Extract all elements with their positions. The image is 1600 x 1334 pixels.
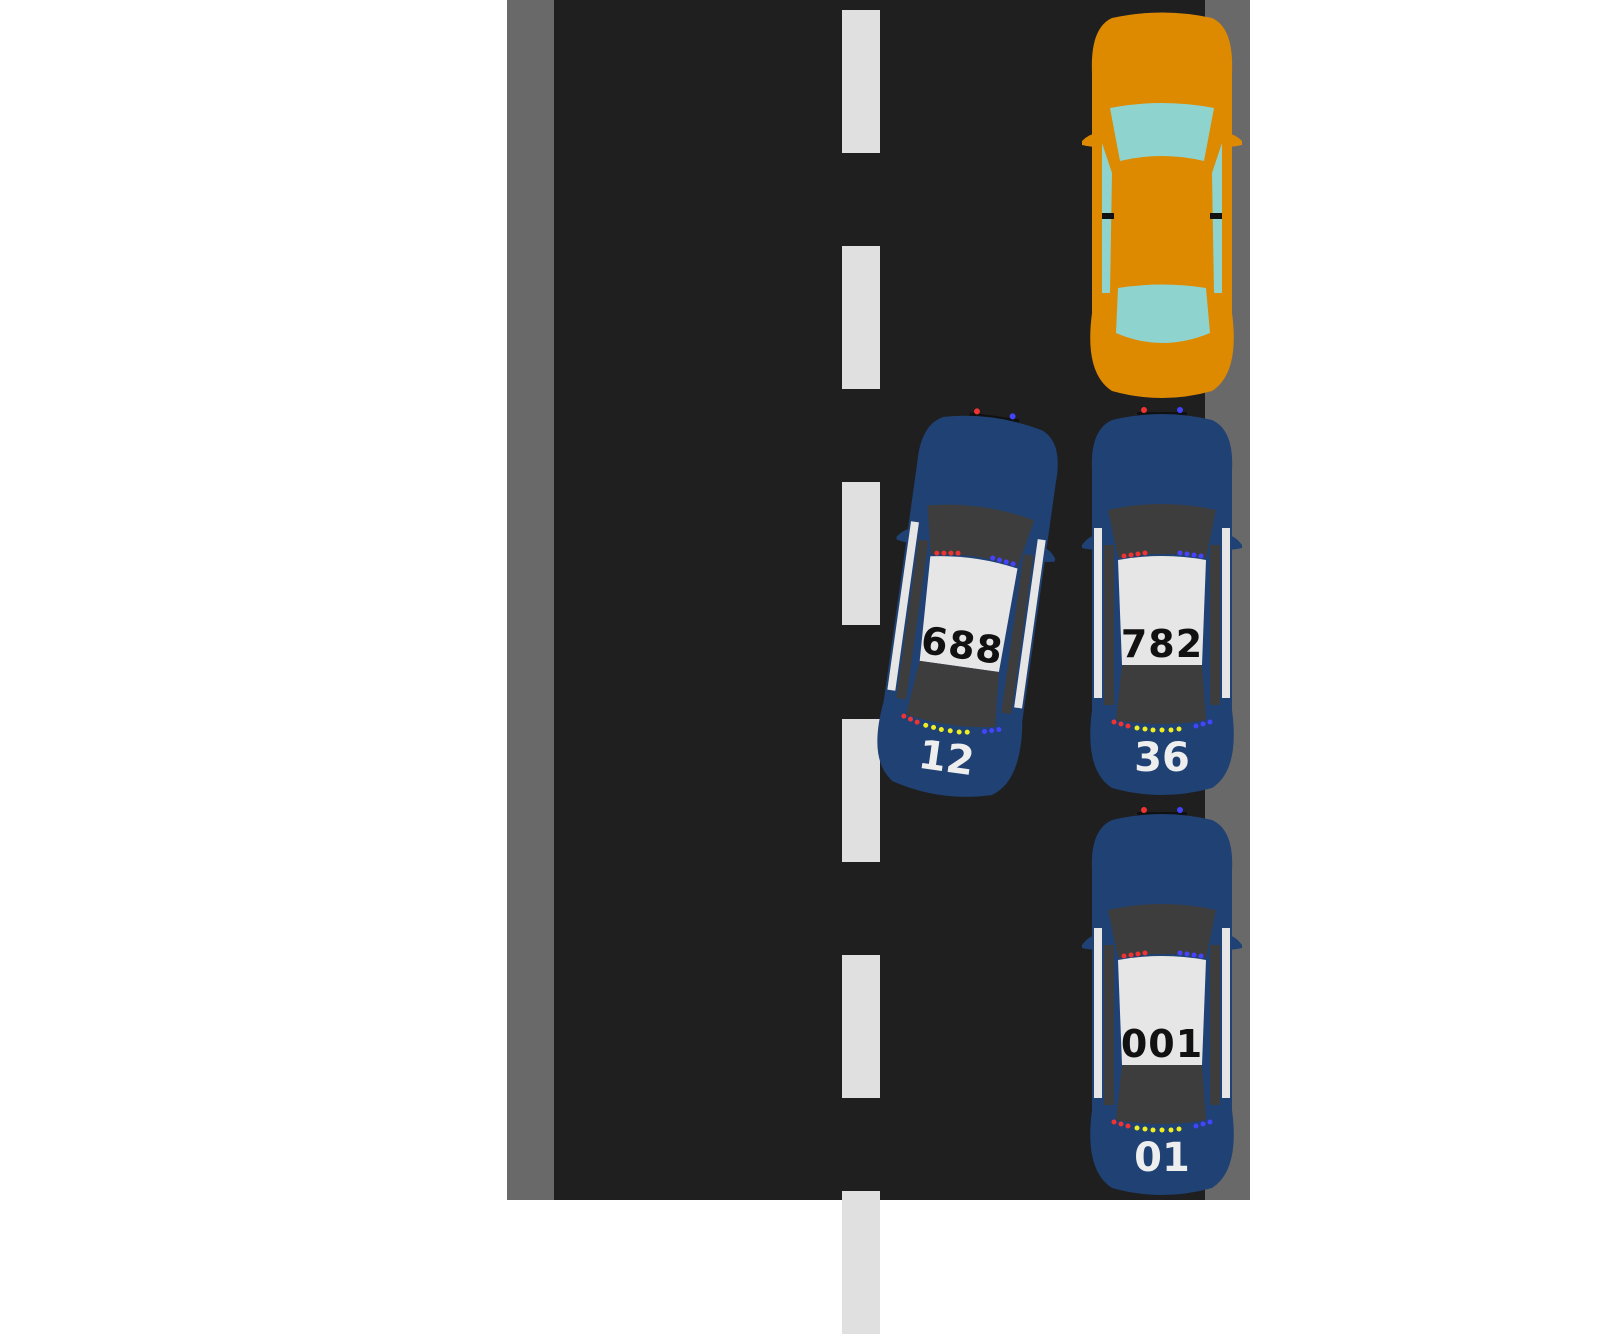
police-car-782[interactable]: 782 36 (1082, 407, 1242, 795)
orange-car-shape (1082, 12, 1242, 398)
police-car-001[interactable]: 001 01 (1082, 807, 1242, 1195)
unit-number: 36 (1134, 735, 1190, 781)
lane-dash (842, 10, 880, 153)
police-car-shape (1082, 407, 1242, 795)
police-car-shape (877, 408, 1058, 797)
lane-dash (842, 246, 880, 389)
lane-dash (842, 1191, 880, 1334)
lane-dash (842, 482, 880, 625)
left-shoulder (507, 0, 554, 1200)
lane-dash (842, 955, 880, 1098)
unit-number: 01 (1134, 1135, 1190, 1181)
police-car-shape (1082, 807, 1242, 1195)
lane-dash (842, 719, 880, 862)
roof-number: 782 (1120, 622, 1204, 666)
roof-number: 001 (1120, 1022, 1204, 1066)
orange-car[interactable] (1082, 12, 1242, 398)
